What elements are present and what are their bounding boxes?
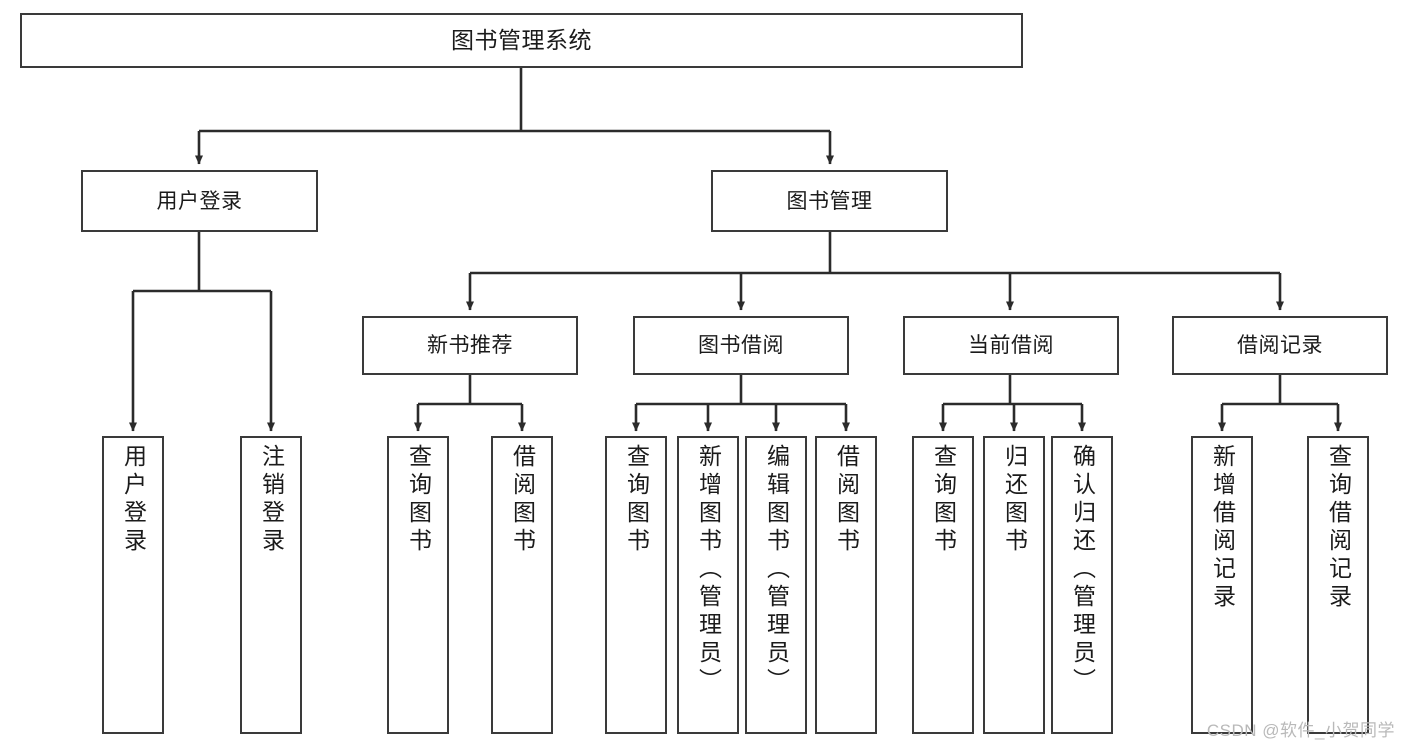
node-label: 归还图书 — [1001, 444, 1028, 556]
node-label: 新书推荐 — [427, 334, 513, 357]
leaf-confirm-return-admin[interactable]: 确认归还（管理员） — [1051, 436, 1113, 734]
leaf-add-borrow-record[interactable]: 新增借阅记录 — [1191, 436, 1253, 734]
leaf-logout[interactable]: 注销登录 — [240, 436, 302, 734]
watermark-text: CSDN @软件_小贺同学 — [1206, 721, 1395, 740]
node-book-borrowing[interactable]: 图书借阅 — [633, 316, 849, 375]
leaf-query-borrow-record[interactable]: 查询借阅记录 — [1307, 436, 1369, 734]
node-label: 当前借阅 — [968, 334, 1054, 357]
node-label: 用户登录 — [120, 444, 147, 556]
node-label: 图书管理系统 — [451, 27, 592, 53]
node-new-book-recommendation[interactable]: 新书推荐 — [362, 316, 578, 375]
node-label: 借阅记录 — [1237, 334, 1323, 357]
leaf-user-login[interactable]: 用户登录 — [102, 436, 164, 734]
leaf-add-book-admin[interactable]: 新增图书（管理员） — [677, 436, 739, 734]
node-label: 确认归还（管理员） — [1069, 444, 1096, 696]
node-label: 查询图书 — [930, 444, 957, 556]
node-label: 图书借阅 — [698, 334, 784, 357]
node-root-book-management-system[interactable]: 图书管理系统 — [20, 13, 1023, 68]
node-label: 新增图书（管理员） — [695, 444, 722, 696]
leaf-query-book-current[interactable]: 查询图书 — [912, 436, 974, 734]
leaf-query-book-borrow[interactable]: 查询图书 — [605, 436, 667, 734]
node-label: 查询借阅记录 — [1325, 444, 1352, 612]
leaf-return-book[interactable]: 归还图书 — [983, 436, 1045, 734]
node-label: 图书管理 — [786, 189, 873, 213]
node-user-login[interactable]: 用户登录 — [81, 170, 318, 232]
node-label: 编辑图书（管理员） — [763, 444, 790, 696]
leaf-query-book-new[interactable]: 查询图书 — [387, 436, 449, 734]
leaf-borrow-book-new[interactable]: 借阅图书 — [491, 436, 553, 734]
node-label: 查询图书 — [405, 444, 432, 556]
node-label: 借阅图书 — [509, 444, 536, 556]
node-label: 借阅图书 — [833, 444, 860, 556]
node-label: 新增借阅记录 — [1209, 444, 1236, 612]
node-label: 注销登录 — [258, 444, 285, 556]
leaf-borrow-book[interactable]: 借阅图书 — [815, 436, 877, 734]
leaf-edit-book-admin[interactable]: 编辑图书（管理员） — [745, 436, 807, 734]
node-label: 用户登录 — [156, 189, 243, 213]
node-label: 查询图书 — [623, 444, 650, 556]
node-book-management[interactable]: 图书管理 — [711, 170, 948, 232]
node-current-borrowing[interactable]: 当前借阅 — [903, 316, 1119, 375]
node-borrowing-records[interactable]: 借阅记录 — [1172, 316, 1388, 375]
